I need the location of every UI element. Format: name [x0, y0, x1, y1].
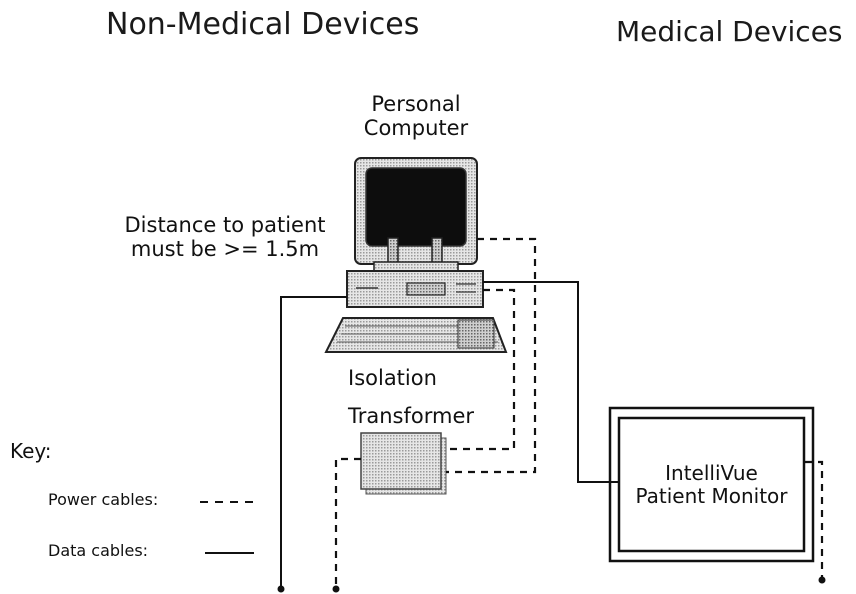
pc-label-line1: Personal [371, 92, 461, 116]
pc-monitor-screen [365, 167, 467, 247]
key-power-label: Power cables: [48, 490, 159, 509]
monitor-label-line1: IntelliVue [665, 461, 758, 485]
distance-note-line2: must be >= 1.5m [130, 237, 320, 262]
pc-label-line2: Computer [363, 116, 469, 141]
power-cable-pc-monitor [446, 237, 537, 474]
personal-computer-icon [324, 157, 508, 353]
transformer-label-line1: Isolation [348, 366, 437, 390]
key-title: Key: [10, 439, 52, 463]
monitor-power-endpoint [818, 576, 826, 584]
monitor-label-line2: Patient Monitor [635, 484, 788, 508]
pc-label: Personal Computer [356, 92, 476, 140]
non-medical-heading: Non-Medical Devices [106, 7, 420, 42]
power-cable-pc-unit [446, 288, 516, 451]
power-cable-monitor [805, 460, 824, 578]
monitor-label: IntelliVue Patient Monitor [619, 462, 804, 508]
data-cable-pc-left [280, 296, 347, 587]
data-cable-pc-to-monitor [483, 281, 619, 483]
transformer-label-line2: Transformer [348, 404, 475, 428]
patient-monitor-box [608, 406, 815, 563]
data-cable-endpoint [277, 585, 285, 593]
medical-heading: Medical Devices [616, 15, 843, 48]
key-data-label: Data cables: [48, 541, 149, 560]
distance-note: Distance to patient must be >= 1.5m [112, 213, 338, 261]
isolation-transformer-icon [360, 432, 447, 495]
power-cable-endpoint [332, 585, 340, 593]
distance-note-line1: Distance to patient [124, 213, 326, 237]
power-cable-transformer-to-wall [334, 457, 361, 587]
